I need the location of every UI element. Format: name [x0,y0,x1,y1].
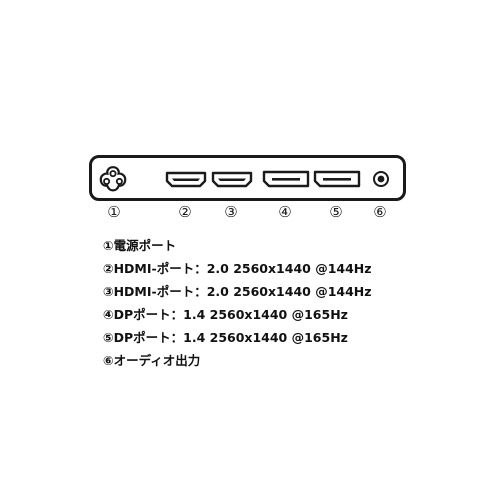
power-port-icon [97,165,129,193]
port-number-label: ③ [224,203,238,221]
legend-item-hdmi-port-1: ②HDMI-ポート：2.0 2560x1440 @144Hz [103,261,372,276]
port-panel [89,155,406,201]
port-number-label: ⑥ [373,203,387,221]
hdmi-port-icon [165,171,207,188]
displayport-icon [262,170,310,188]
hdmi-port-icon [211,171,253,188]
port-number-label: ⑤ [329,203,343,221]
port-number-label: ① [107,203,121,221]
legend-item-audio-output: ⑥オーディオ出力 [103,353,201,368]
legend-item-dp-port-1: ④DPポート：1.4 2560x1440 @165Hz [103,307,348,322]
displayport-icon [313,170,361,188]
port-number-label: ④ [278,203,292,221]
legend-item-dp-port-2: ⑤DPポート：1.4 2560x1440 @165Hz [103,330,348,345]
port-legend: ①電源ポート ②HDMI-ポート：2.0 2560x1440 @144Hz ③H… [103,234,372,372]
legend-item-hdmi-port-2: ③HDMI-ポート：2.0 2560x1440 @144Hz [103,284,372,299]
legend-item-power-port: ①電源ポート [103,238,177,253]
port-number-label: ② [178,203,192,221]
audio-jack-icon [372,170,390,188]
